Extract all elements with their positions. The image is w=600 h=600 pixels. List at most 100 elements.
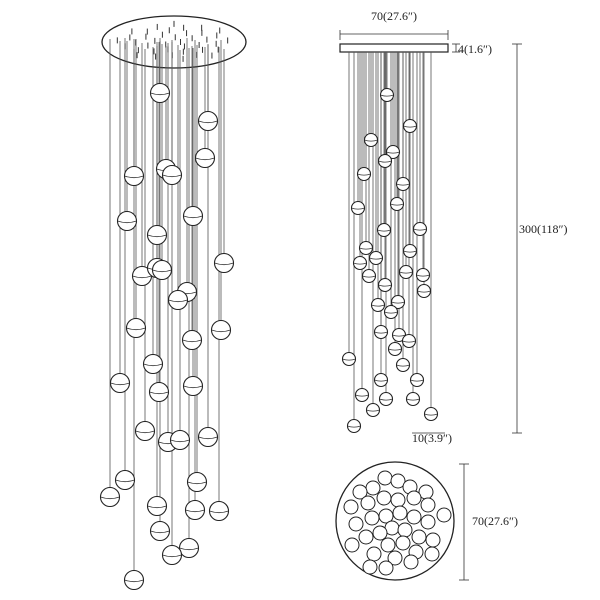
pendant-ball: [377, 277, 393, 293]
pendant-ball: [401, 333, 417, 349]
pendant-ball: [412, 221, 428, 237]
pendant-ball: [354, 387, 370, 403]
plan-ball: [390, 492, 406, 508]
pendant-ball: [373, 372, 389, 388]
plan-ball: [406, 509, 422, 525]
plan-ball: [406, 490, 422, 506]
plan-ball: [392, 505, 408, 521]
pendant-ball: [181, 329, 203, 351]
pendant-ball: [131, 265, 153, 287]
plan-ball: [378, 508, 394, 524]
plan-ball: [343, 499, 359, 515]
plan-ball: [362, 559, 378, 575]
plan-view: 70(27.6″): [335, 461, 518, 581]
side-balls: [341, 87, 439, 434]
plan-ball: [387, 550, 403, 566]
pendant-ball: [149, 520, 171, 542]
plan-ball: [395, 535, 411, 551]
plan-ball: [390, 473, 406, 489]
pendant-ball: [405, 391, 421, 407]
pendant-ball: [402, 243, 418, 259]
plan-ball: [358, 529, 374, 545]
pendant-ball: [210, 319, 232, 341]
pendant-ball: [151, 259, 173, 281]
pendant-ball: [125, 317, 147, 339]
pendant-ball: [376, 222, 392, 238]
plan-ball: [420, 514, 436, 530]
pendant-ball: [194, 147, 216, 169]
pendant-ball: [361, 268, 377, 284]
pendant-ball: [346, 418, 362, 434]
pendant-ball: [356, 166, 372, 182]
pendant-ball: [398, 264, 414, 280]
plan-ball: [376, 490, 392, 506]
pendant-ball: [109, 372, 131, 394]
pendant-ball: [389, 196, 405, 212]
pendant-ball: [182, 205, 204, 227]
pendant-ball: [146, 495, 168, 517]
pendant-ball: [385, 144, 401, 160]
plan-ball: [344, 537, 360, 553]
perspective-balls: [99, 82, 235, 591]
pendant-ball: [146, 224, 168, 246]
overall-drop-label: 300(118″): [519, 222, 568, 236]
pendant-ball: [99, 486, 121, 508]
plan-ball: [360, 495, 376, 511]
plan-ball: [348, 516, 364, 532]
pendant-ball: [402, 118, 418, 134]
pendant-ball: [161, 164, 183, 186]
pendant-ball: [363, 132, 379, 148]
perspective-view: [99, 15, 247, 591]
pendant-ball: [390, 294, 406, 310]
plan-ball: [380, 537, 396, 553]
pendant-ball: [409, 372, 425, 388]
pendant-ball: [341, 351, 357, 367]
pendant-ball: [423, 406, 439, 422]
canopy-height-label: 4(1.6″): [458, 42, 492, 56]
pendant-ball: [123, 569, 145, 591]
plan-ball: [352, 484, 368, 500]
pendant-ball: [350, 200, 366, 216]
pendant-ball: [377, 153, 393, 169]
side-elevation: 70(27.6″) 4(1.6″) 300(118″) 10(3.9″): [339, 9, 568, 445]
plan-ball: [377, 470, 393, 486]
pendant-ball: [161, 544, 183, 566]
pendant-ball: [178, 537, 200, 559]
plan-ball: [424, 546, 440, 562]
side-wires: [348, 52, 432, 420]
plan-ball: [403, 554, 419, 570]
plan-ball: [366, 546, 382, 562]
plan-ball: [397, 522, 413, 538]
pendant-ball: [352, 255, 368, 271]
side-canopy: [339, 43, 449, 53]
pendant-ball: [387, 341, 403, 357]
pendant-ball: [123, 165, 145, 187]
pendant-ball: [373, 324, 389, 340]
top-width-label: 70(27.6″): [371, 9, 417, 23]
ball-diameter-label: 10(3.9″): [412, 431, 452, 445]
pendant-ball: [370, 297, 386, 313]
pendant-ball: [379, 87, 395, 103]
pendant-ball: [169, 429, 191, 451]
plan-diameter-label: 70(27.6″): [472, 514, 518, 528]
pendant-ball: [114, 469, 136, 491]
pendant-ball: [415, 267, 431, 283]
pendant-ball: [416, 283, 432, 299]
pendant-ball: [167, 289, 189, 311]
pendant-ball: [358, 240, 374, 256]
plan-ball: [436, 507, 452, 523]
plan-ball: [420, 497, 436, 513]
plan-balls: [343, 470, 452, 576]
perspective-canopy: [101, 15, 247, 69]
pendant-ball: [134, 420, 156, 442]
pendant-ball: [148, 381, 170, 403]
pendant-ball: [197, 110, 219, 132]
pendant-ball: [116, 210, 138, 232]
pendant-ball: [186, 471, 208, 493]
plan-ball: [378, 560, 394, 576]
pendant-ball: [149, 82, 171, 104]
pendant-ball: [142, 353, 164, 375]
pendant-ball: [365, 402, 381, 418]
plan-ball: [364, 510, 380, 526]
